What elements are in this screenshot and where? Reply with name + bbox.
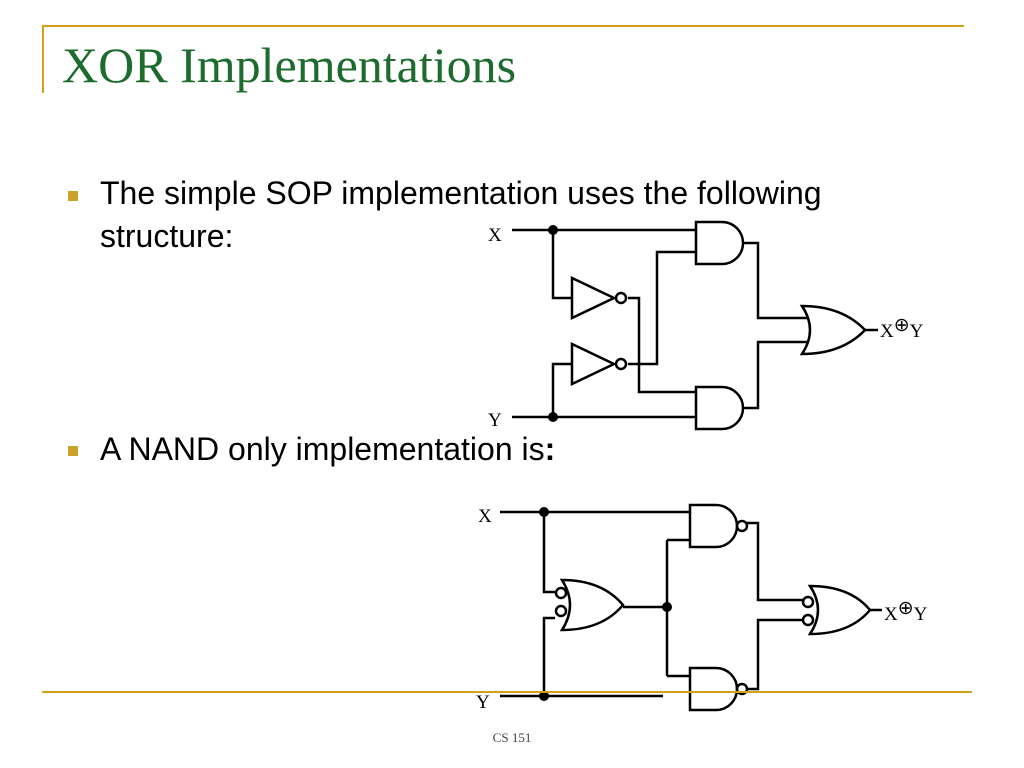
sop-and-gate-top: [694, 220, 745, 266]
nand-gate-bottom: [688, 666, 739, 712]
nand-junction-x: [539, 507, 549, 517]
bullet-text-2-colon: :: [544, 431, 556, 467]
bullet-text-2: A NAND only implementation is:: [100, 428, 800, 471]
nand-output-xor-symbol: ⊕: [898, 598, 914, 619]
sop-input-y-label: Y: [488, 410, 502, 431]
title-accent-vertical: [42, 25, 44, 93]
nand-output-y: Y: [914, 604, 928, 625]
nand-junction-y: [539, 691, 549, 701]
bullet-marker-2: [68, 446, 78, 456]
nand-or-output-bubble-top: [801, 595, 815, 609]
nand-or-gate-output: [807, 584, 872, 636]
sop-junction-x: [548, 225, 558, 235]
nand-output-x: X: [884, 604, 898, 625]
sop-output-y: Y: [910, 321, 924, 342]
bullet-text-1: The simple SOP implementation uses the f…: [100, 175, 822, 254]
nand-input-y-label: Y: [476, 692, 490, 713]
nand-wires: [500, 510, 882, 698]
nand-junction-middle: [662, 602, 672, 612]
title-accent-horizontal: [42, 25, 964, 27]
sop-junction-y: [548, 412, 558, 422]
footer-text: CS 151: [492, 730, 532, 745]
nand-or-gate-middle: [559, 578, 625, 632]
nand-output-label: X⊕Y: [884, 598, 928, 625]
sop-wires: [512, 228, 878, 419]
sop-input-x-label: X: [488, 225, 502, 246]
sop-inverter-top-bubble: [614, 291, 628, 305]
slide-title: XOR Implementations: [62, 37, 517, 93]
sop-output-label: X⊕Y: [880, 315, 924, 342]
nand-gate-top: [688, 503, 739, 549]
sop-inverter-top: [570, 276, 617, 320]
sop-output-xor-symbol: ⊕: [894, 315, 910, 336]
sop-inverter-bottom: [570, 342, 617, 386]
nand-input-x-label: X: [478, 506, 492, 527]
sop-xor-diagram: X Y X⊕Y: [488, 220, 924, 431]
nand-or-output-bubble-bottom: [801, 613, 815, 627]
bullet-marker-1: [68, 191, 78, 201]
sop-inverter-bottom-bubble: [614, 357, 628, 371]
nand-or-middle-bubble-top: [554, 586, 568, 600]
footer-rule: [42, 691, 972, 693]
sop-output-x: X: [880, 321, 894, 342]
nand-or-middle-bubble-bottom: [554, 604, 568, 618]
bullet-text-2-main: A NAND only implementation is: [100, 431, 545, 467]
nand-gate-top-bubble: [735, 519, 749, 533]
sop-or-gate: [799, 304, 867, 356]
nand-xor-diagram: X Y X⊕Y: [476, 503, 928, 713]
sop-and-gate-bottom: [694, 385, 745, 431]
